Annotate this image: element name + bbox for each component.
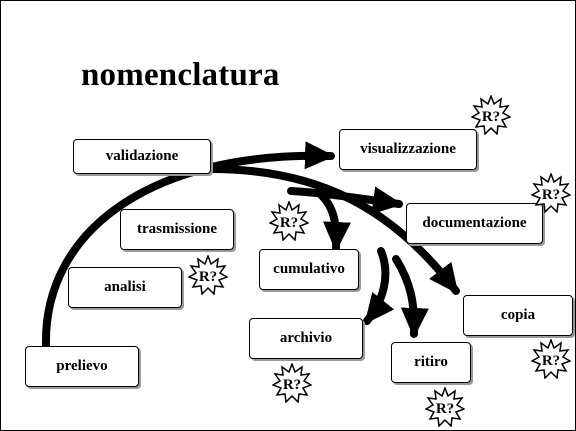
risk-burst-label: R?	[283, 377, 301, 393]
risk-burst-icon: R?	[188, 255, 228, 295]
node-documentazione: documentazione	[406, 203, 543, 244]
node-analisi: analisi	[68, 267, 182, 308]
node-visualizzazione: visualizzazione	[339, 129, 477, 170]
risk-burst-icon: R?	[531, 339, 571, 379]
slide-title: nomenclatura	[81, 57, 280, 93]
risk-burst-label: R?	[542, 187, 560, 203]
risk-burst-label: R?	[280, 215, 298, 231]
node-trasmissione: trasmissione	[120, 209, 234, 250]
risk-burst-label: R?	[542, 353, 560, 369]
arrow-to-cumulativo	[315, 189, 352, 252]
node-prelievo: prelievo	[25, 346, 139, 387]
risk-burst-icon: R?	[471, 95, 511, 135]
node-ritiro: ritiro	[391, 342, 471, 383]
risk-burst-icon: R?	[272, 363, 312, 403]
node-cumulativo: cumulativo	[259, 249, 359, 290]
risk-burst-icon: R?	[269, 201, 309, 241]
arrow-to-documentazione	[287, 186, 403, 215]
risk-burst-icon: R?	[531, 173, 571, 213]
arrow-to-visualizzazione	[41, 141, 335, 350]
arrow-to-archivio	[363, 247, 395, 325]
node-copia: copia	[463, 295, 573, 336]
risk-burst-label: R?	[436, 401, 454, 417]
node-validazione: validazione	[73, 139, 211, 174]
arrow-to-ritiro	[392, 255, 429, 338]
risk-burst-label: R?	[199, 269, 217, 285]
node-archivio: archivio	[249, 318, 363, 359]
risk-burst-icon: R?	[425, 387, 465, 427]
risk-burst-label: R?	[482, 109, 500, 125]
